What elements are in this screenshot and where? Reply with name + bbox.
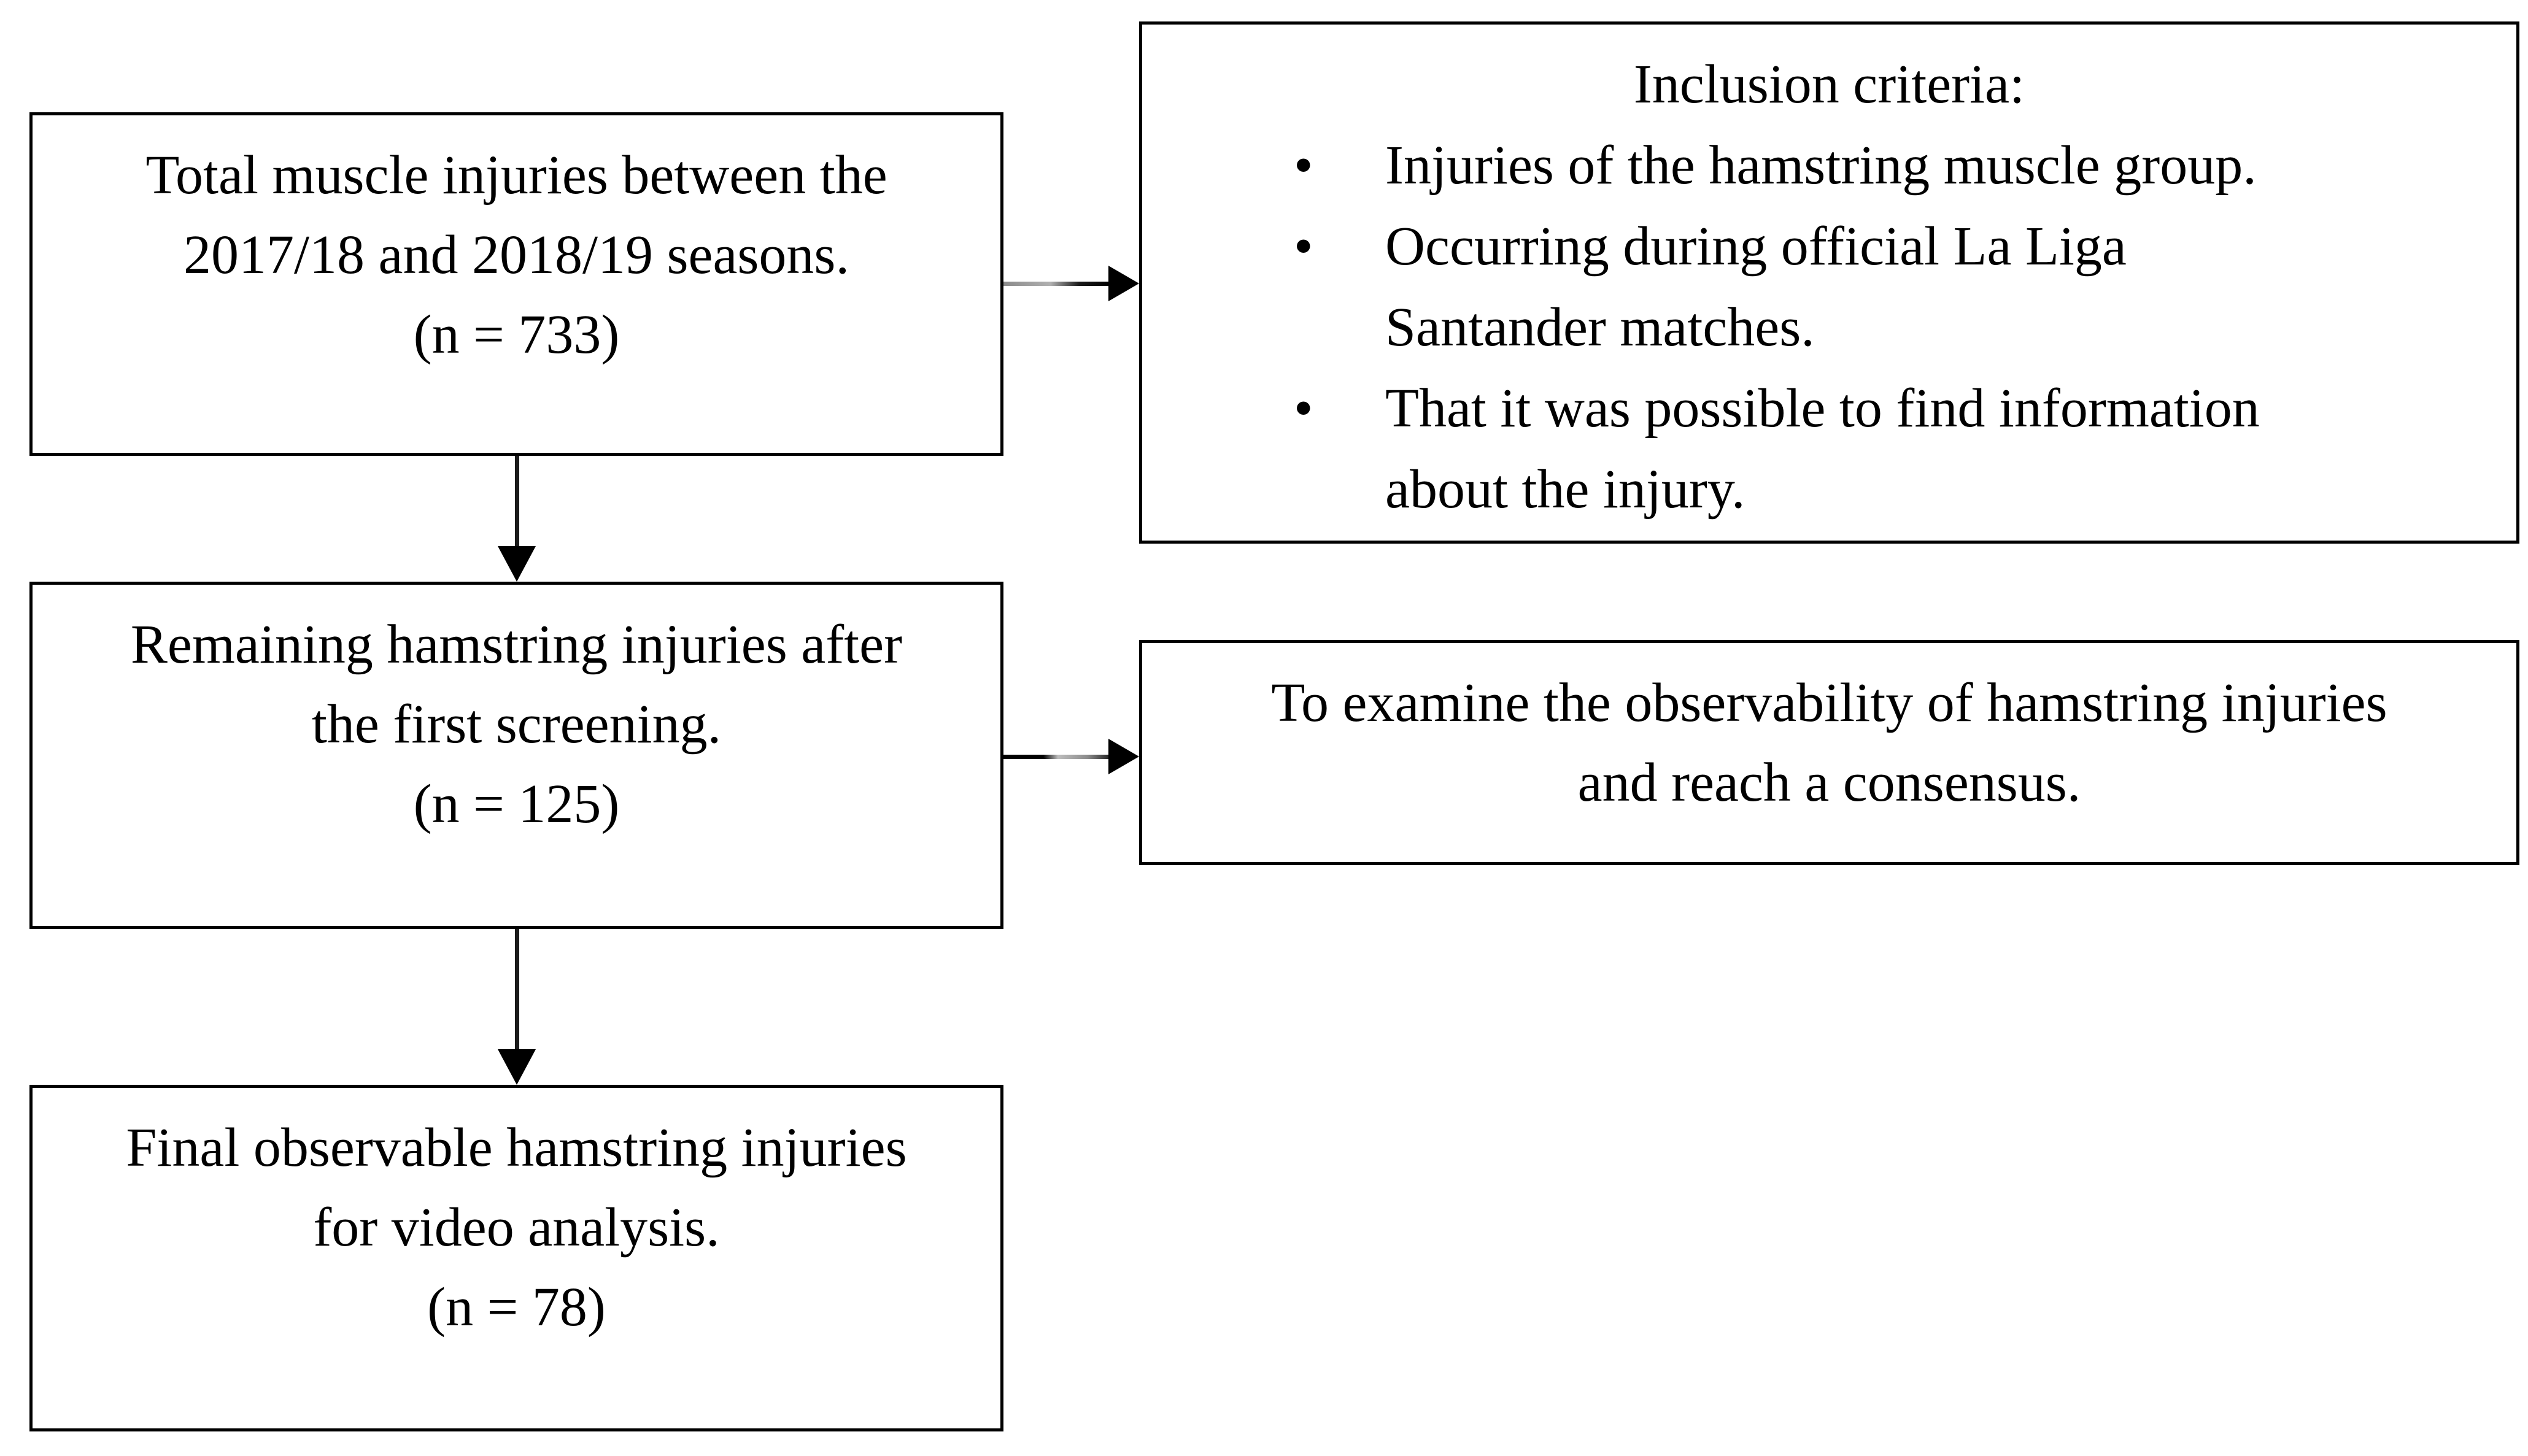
box-total-muscle-injuries: Total muscle injuries between the 2017/1… — [29, 112, 1003, 456]
arrow-shaft — [514, 456, 519, 546]
box-inclusion-criteria: Inclusion criteria: • Injuries of the ha… — [1139, 21, 2519, 544]
arrow-down-head-icon — [498, 546, 536, 582]
arrow-total-to-inclusion — [1003, 266, 1139, 301]
inclusion-criteria-title: Inclusion criteria: — [1633, 54, 2025, 115]
box-remaining-line-1: Remaining hamstring injuries after — [130, 614, 903, 675]
arrow-shaft — [1003, 754, 1108, 759]
box-total-line-1: Total muscle injuries between the — [145, 145, 887, 206]
arrow-remaining-to-examine — [1003, 739, 1139, 774]
bullet-icon: • — [1294, 135, 1313, 196]
box-remaining-line-2: the first screening. — [311, 694, 722, 755]
inclusion-bullet-1: • Injuries of the hamstring muscle group… — [1142, 125, 2516, 206]
bullet-icon: • — [1294, 378, 1313, 439]
inclusion-bullet-2-line-2: Santander matches. — [1385, 297, 1815, 358]
box-final-observable-injuries: Final observable hamstring injuries for … — [29, 1085, 1003, 1431]
bullet-icon: • — [1294, 216, 1313, 277]
box-total-line-2: 2017/18 and 2018/19 seasons. — [184, 225, 849, 285]
inclusion-bullet-2: • Occurring during official La Liga Sant… — [1142, 206, 2516, 368]
box-total-count: (n = 733) — [413, 304, 620, 365]
box-final-line-1: Final observable hamstring injuries — [126, 1117, 907, 1178]
box-examine-observability: To examine the observability of hamstrin… — [1139, 640, 2519, 865]
box-examine-line-1: To examine the observability of hamstrin… — [1271, 672, 2387, 733]
arrow-shaft — [514, 929, 519, 1049]
inclusion-bullet-3-line-2: about the injury. — [1385, 459, 1745, 520]
inclusion-bullet-1-line-1: Injuries of the hamstring muscle group. — [1385, 135, 2257, 196]
box-final-count: (n = 78) — [427, 1277, 606, 1338]
box-final-line-2: for video analysis. — [313, 1197, 720, 1258]
arrow-total-to-remaining — [498, 456, 536, 582]
box-remaining-injuries: Remaining hamstring injuries after the f… — [29, 582, 1003, 929]
inclusion-bullet-3: • That it was possible to find informati… — [1142, 368, 2516, 530]
arrow-remaining-to-final — [498, 929, 536, 1085]
box-remaining-count: (n = 125) — [413, 774, 620, 834]
box-examine-line-2: and reach a consensus. — [1577, 752, 2081, 813]
arrow-down-head-icon — [498, 1049, 536, 1085]
inclusion-bullet-2-line-1: Occurring during official La Liga — [1385, 216, 2127, 277]
arrow-right-head-icon — [1108, 266, 1139, 301]
arrow-right-head-icon — [1108, 739, 1139, 774]
inclusion-bullet-3-line-1: That it was possible to find information — [1385, 378, 2260, 439]
arrow-shaft — [1003, 281, 1108, 286]
